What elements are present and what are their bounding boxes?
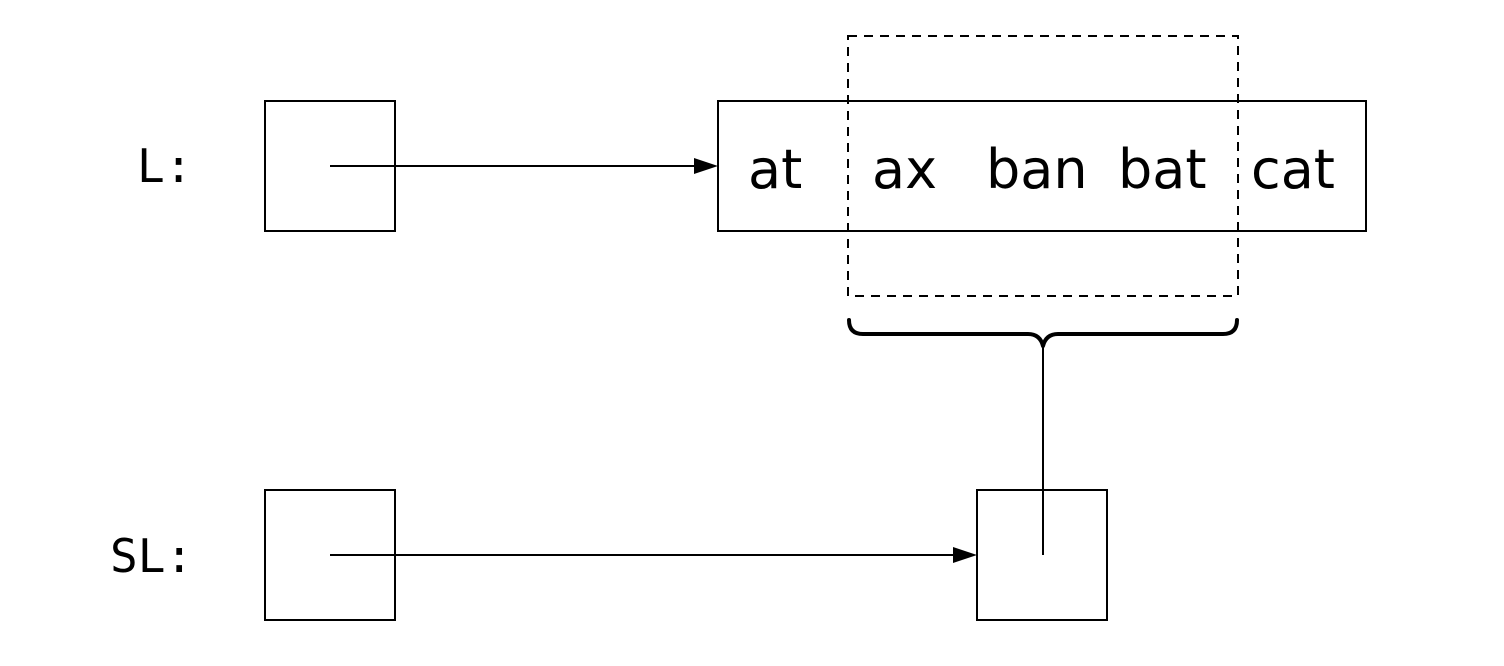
list-element-at: at <box>748 138 802 201</box>
sublist-object-box <box>976 489 1108 621</box>
list-element-ax: ax <box>872 138 937 201</box>
list-label: L: <box>137 139 192 193</box>
list-element-cat: cat <box>1251 138 1335 201</box>
list-arrowhead <box>694 158 718 174</box>
sublist-brace <box>847 318 1239 348</box>
sublist-view-box <box>847 35 1239 297</box>
list-element-bat: bat <box>1118 138 1207 201</box>
sublist-arrowhead <box>953 547 977 563</box>
sublist-label: SL: <box>110 529 193 583</box>
list-element-ban: ban <box>986 138 1088 201</box>
list-container <box>717 100 1367 232</box>
